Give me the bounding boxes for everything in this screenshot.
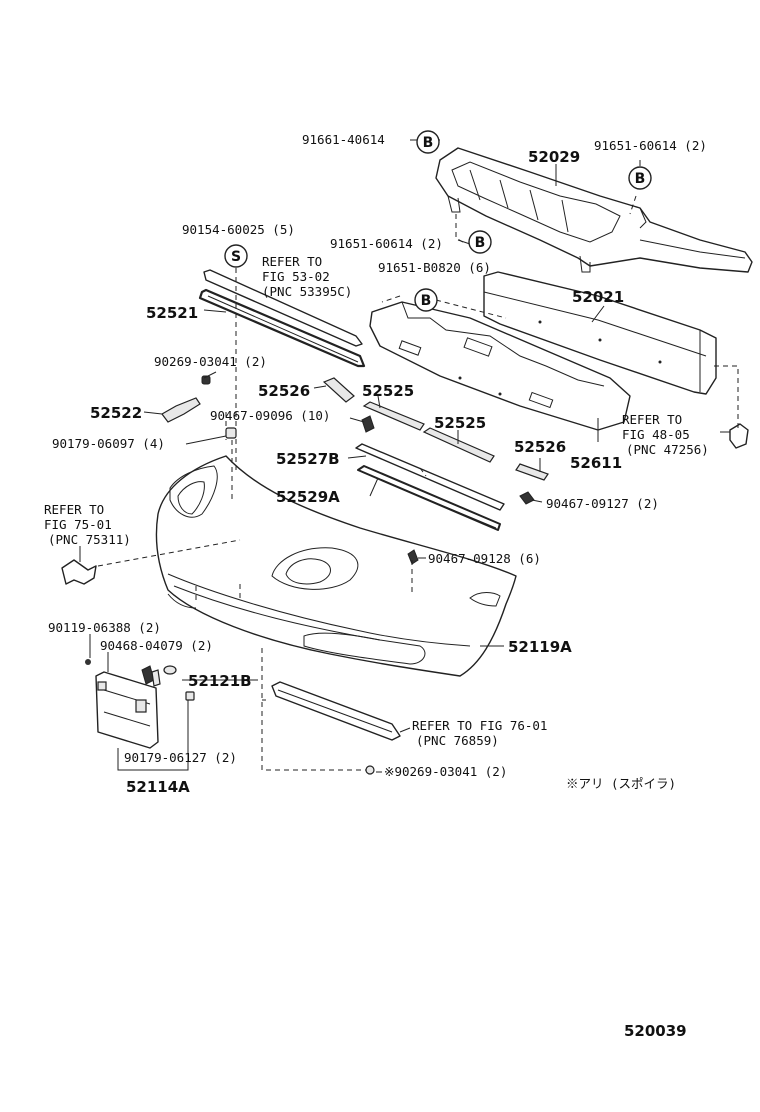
ref-76-01-line1: REFER TO FIG 76-01 [412,718,547,733]
part-52119A-bumper-cover [155,455,517,677]
label-52527B: 52527B [276,450,340,468]
ref-53-02-line3: (PNC 53395C) [262,284,352,299]
label-90119-06388: 90119-06388 (2) [48,620,161,635]
label-52526-left: 52526 [258,382,310,400]
label-52522: 52522 [90,404,142,422]
part-52525-moulding-left [362,401,425,431]
ref-75-01-line2: FIG 75-01 [44,517,112,532]
part-52114A-license-bracket [85,659,159,749]
ref-75-01-line1: REFER TO [44,502,104,517]
part-52521-seal [198,269,366,368]
clip-90467-09128 [407,549,419,565]
clip-90467-09127 [519,491,535,505]
part-52529A-moulding [357,465,501,531]
marker-b-1: B [416,130,440,154]
label-91651-b0820: 91651-B0820 (6) [378,260,491,275]
label-52021: 52021 [572,288,624,306]
label-90179-06097: 90179-06097 (4) [52,436,165,451]
label-52521: 52521 [146,304,198,322]
label-52119A: 52119A [508,638,572,656]
reference-fig-48-05: REFER TO FIG 48-05 (PNC 47256) [622,412,709,457]
ref-53-02-line2: FIG 53-02 [262,269,330,284]
label-90468-04079: 90468-04079 (2) [100,638,213,653]
label-52121B: 52121B [188,672,252,690]
label-52525-right: 52525 [434,414,486,432]
ref-48-05-line1: REFER TO [622,412,682,427]
part-52526-retainer-right [515,463,549,481]
label-52526-right: 52526 [514,438,566,456]
label-90467-09096: 90467-09096 (10) [210,408,330,423]
part-52021-reinforcement [483,271,717,395]
label-52525-left: 52525 [362,382,414,400]
reference-fig-75-01: REFER TO FIG 75-01 (PNC 75311) [44,502,131,547]
label-52529A: 52529A [276,488,340,506]
part-52611-absorber [369,301,631,431]
clip-90179-06097 [225,427,237,439]
label-90467-09128: 90467-09128 (6) [428,551,541,566]
label-90269-03041: 90269-03041 (2) [154,354,267,369]
part-52121B-bracket [141,665,195,701]
label-91661-40614: 91661-40614 [302,132,385,147]
label-52029: 52029 [528,148,580,166]
marker-b-4: B [414,288,438,312]
part-52527B-moulding [355,443,505,511]
label-91651-60614-a: 91651-60614 (2) [594,138,707,153]
marker-s: S [224,244,248,268]
part-48-05-clip [729,423,749,449]
marker-b-text: B [635,171,646,187]
part-52522-bracket [161,375,211,423]
label-90467-09127: 90467-09127 (2) [546,496,659,511]
label-90269-03041-lower: ※90269-03041 (2) [384,764,507,779]
ref-75-01-line3: (PNC 75311) [48,532,131,547]
marker-b-text: B [423,135,434,151]
reference-fig-53-02: REFER TO FIG 53-02 (PNC 53395C) [262,254,352,299]
marker-s-text: S [231,249,241,265]
ref-48-05-line2: FIG 48-05 [622,427,690,442]
part-spoiler-strip [271,681,401,741]
ref-48-05-line3: (PNC 47256) [626,442,709,457]
marker-b-text: B [475,235,486,251]
label-90179-06127: 90179-06127 (2) [124,750,237,765]
label-52114A: 52114A [126,778,190,796]
part-52525-moulding-right [422,427,495,463]
ref-76-01-line2: (PNC 76859) [416,733,499,748]
clip-90467-09096 [361,415,375,433]
part-75-01-clip [61,559,97,585]
reference-fig-76-01: REFER TO FIG 76-01 (PNC 76859) [412,718,547,748]
marker-b-2: B [628,166,652,190]
label-52611: 52611 [570,454,622,472]
label-90154-60025: 90154-60025 (5) [182,222,295,237]
marker-b-3: B [468,230,492,254]
label-91651-60614-b: 91651-60614 (2) [330,236,443,251]
spoiler-note: ※アリ (スポイラ) [566,776,676,791]
ref-53-02-line1: REFER TO [262,254,322,269]
marker-b-text: B [421,293,432,309]
figure-number: 520039 [624,1022,687,1040]
part-52029-radiator-support [435,147,753,273]
clip-90269-03041-lower [365,765,375,775]
part-52526-retainer-left [322,377,355,403]
